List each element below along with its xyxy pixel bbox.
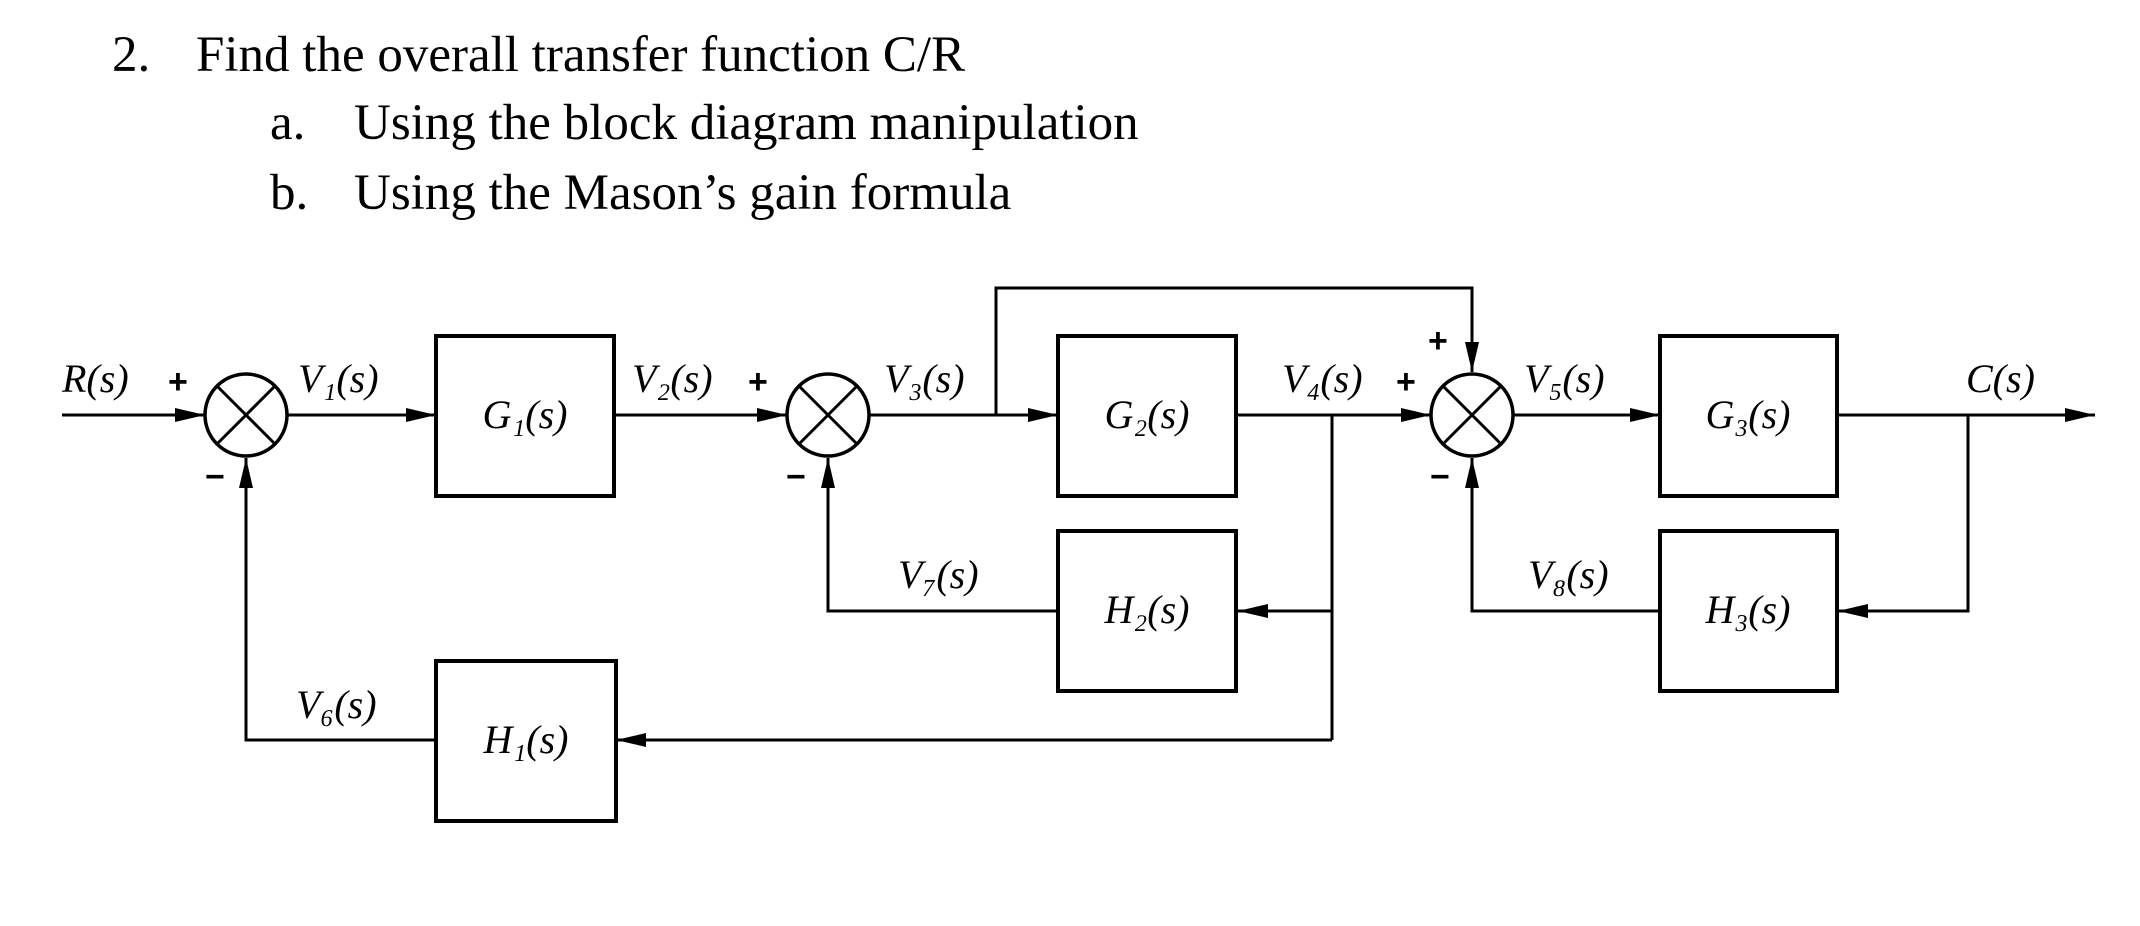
signal-v6-label: V₆(s)	[296, 682, 377, 727]
sum3-minus-sign: −	[1430, 458, 1450, 496]
sum1-plus-sign: +	[168, 363, 188, 401]
summing-junction-3	[1429, 372, 1515, 458]
block-h3-label: H₃(s)	[1705, 587, 1791, 632]
block-h1-label: H₁(s)	[483, 717, 569, 762]
signal-v5-label: V₅(s)	[1524, 356, 1605, 401]
block-g3-label: G₃(s)	[1706, 392, 1791, 437]
output-label: C(s)	[1966, 356, 2035, 401]
sum2-minus-sign: −	[786, 458, 806, 496]
sum3-plus-sign-left: +	[1396, 363, 1416, 401]
block-h2	[1056, 529, 1238, 693]
signal-v7-label: V₇(s)	[898, 552, 979, 597]
part-b-letter: b.	[270, 165, 309, 221]
wire-c-tap	[1838, 415, 1970, 618]
block-g3	[1658, 334, 1839, 498]
sum3-plus-sign-top: +	[1428, 322, 1448, 360]
input-label: R(s)	[61, 356, 129, 401]
block-h1	[434, 659, 618, 823]
part-a-text: Using the block diagram manipulation	[354, 95, 1139, 151]
block-g1	[434, 334, 616, 498]
wire-v7	[821, 458, 1058, 613]
problem-number: 2.	[112, 27, 151, 83]
signal-v8-label: V₈(s)	[1528, 552, 1609, 597]
wire-v8	[1465, 458, 1660, 613]
block-h2-label: H₂(s)	[1104, 587, 1190, 632]
problem-title-text: Find the overall transfer function C/R	[196, 27, 966, 83]
block-g2-label: G₂(s)	[1105, 392, 1190, 437]
sum1-minus-sign: −	[205, 458, 225, 496]
signal-v1-label: V₁(s)	[298, 356, 379, 401]
part-a-letter: a.	[270, 95, 306, 151]
block-g1-label: G₁(s)	[483, 392, 568, 437]
summing-junction-1	[203, 372, 289, 458]
summing-junction-2	[785, 372, 871, 458]
signal-v2-label: V₂(s)	[632, 356, 713, 401]
signal-v3-label: V₃(s)	[884, 356, 965, 401]
part-b-text: Using the Mason’s gain formula	[354, 165, 1012, 221]
wire-feedforward	[994, 286, 1479, 415]
block-h3	[1658, 529, 1839, 693]
wire-v6	[239, 458, 436, 742]
block-g2	[1056, 334, 1238, 498]
sum2-plus-sign: +	[748, 363, 768, 401]
signal-v4-label: V₄(s)	[1282, 356, 1363, 401]
